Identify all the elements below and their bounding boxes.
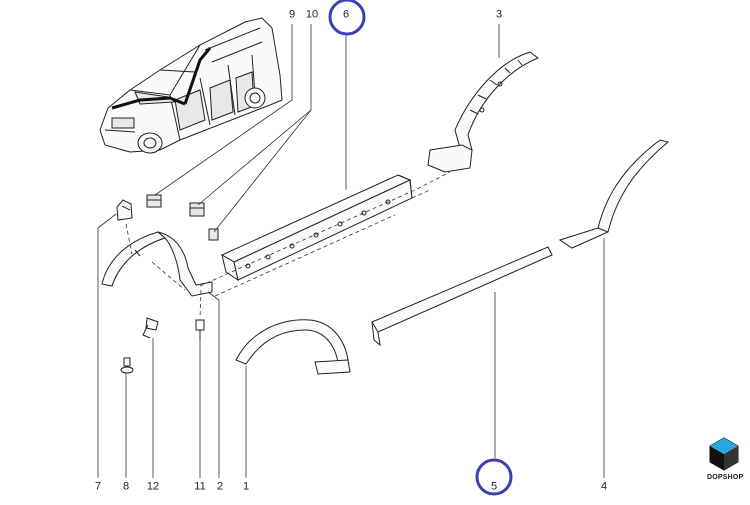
- dopshop-logo-icon: [709, 437, 739, 471]
- callout-3: 3: [495, 8, 503, 21]
- callout-8: 8: [122, 480, 130, 493]
- callout-4: 4: [600, 480, 608, 493]
- callout-7: 7: [94, 480, 102, 493]
- clip-9-left: [146, 194, 162, 208]
- part-1-front-arch-moulding: [235, 319, 351, 375]
- rivet-11: [195, 319, 205, 340]
- part-5-sill-strip: [371, 246, 553, 347]
- clip-9-right: [189, 202, 205, 217]
- logo-text: DOPSHOP: [707, 474, 744, 481]
- part-2-front-arch: [101, 231, 213, 297]
- vehicle-illustration: [99, 17, 283, 154]
- screw-12: [142, 317, 159, 339]
- callout-11: 11: [194, 480, 206, 493]
- clip-7: [116, 199, 133, 221]
- callout-9: 9: [288, 8, 296, 21]
- highlight-circle-6: [328, 0, 366, 36]
- highlight-circle-5: [475, 458, 513, 496]
- callout-2: 2: [216, 480, 224, 493]
- screw-8: [120, 357, 134, 374]
- part-3-rear-arch-inner: [427, 51, 540, 173]
- callout-10: 10: [305, 8, 319, 21]
- callout-1: 1: [242, 480, 250, 493]
- callout-6: 6: [342, 8, 350, 21]
- part-4-rear-arch-outer: [558, 139, 670, 249]
- callout-12: 12: [146, 480, 160, 493]
- callout-5: 5: [490, 480, 498, 493]
- clip-10: [208, 228, 219, 241]
- part-6-sill-moulding: [220, 174, 413, 282]
